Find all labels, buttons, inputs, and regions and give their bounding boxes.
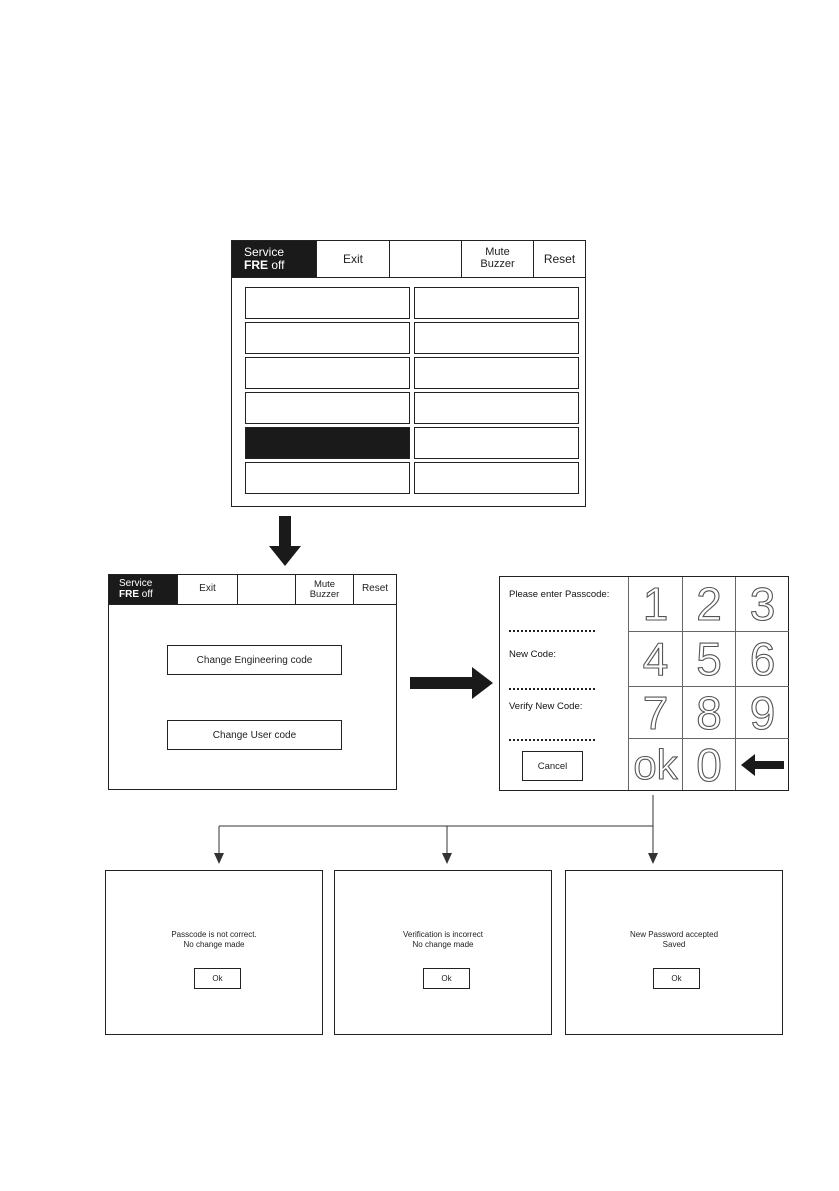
key-0[interactable]: 0 <box>683 738 736 791</box>
result-message-line2: No change made <box>412 940 474 949</box>
key-9[interactable]: 9 <box>736 686 789 739</box>
ok-button[interactable]: Ok <box>194 968 241 989</box>
key-3[interactable]: 3 <box>736 577 789 632</box>
arrow-right-head <box>472 667 493 699</box>
change-code-screen: Service FRE off Exit Mute Buzzer Reset C… <box>108 574 397 790</box>
menu-button-10[interactable] <box>414 427 579 459</box>
menu-button-8[interactable] <box>414 392 579 424</box>
result-screen-password-accepted: New Password accepted Saved Ok <box>565 870 783 1035</box>
service-toolbar: Service FRE off Exit Mute Buzzer Reset <box>232 241 585 278</box>
result-message-line1: New Password accepted <box>629 930 719 939</box>
result-message-line1: Passcode is not correct. <box>171 930 257 939</box>
menu-button-12[interactable] <box>414 462 579 494</box>
service-fre-indicator: Service FRE off <box>109 575 178 604</box>
result-message-line2: Saved <box>662 940 686 949</box>
backspace-arrow-icon <box>740 753 784 776</box>
numeric-keypad: 1 2 3 4 5 6 7 8 9 ok 0 <box>628 577 789 791</box>
menu-button-6[interactable] <box>414 357 579 389</box>
branch-right-head <box>648 853 658 864</box>
menu-button-9-selected[interactable] <box>245 427 410 459</box>
service-label: Service <box>244 245 285 260</box>
passcode-keypad-screen: Please enter Passcode: New Code: Verify … <box>499 576 789 791</box>
key-backspace[interactable] <box>736 739 789 790</box>
menu-button-5[interactable] <box>245 357 410 389</box>
cancel-button[interactable]: Cancel <box>522 751 583 781</box>
passcode-entry-field[interactable] <box>509 630 595 632</box>
fre-label: FRE <box>119 588 139 600</box>
result-message: New Password accepted Saved <box>566 930 782 950</box>
key-2[interactable]: 2 <box>683 577 736 632</box>
key-8[interactable]: 8 <box>683 686 736 739</box>
reset-label: Reset <box>361 583 389 595</box>
key-4[interactable]: 4 <box>629 632 683 687</box>
arrow-down-head <box>269 546 301 566</box>
key-7[interactable]: 7 <box>629 686 683 739</box>
arrow-right-shaft <box>410 677 474 689</box>
key-5[interactable]: 5 <box>683 632 736 687</box>
key-ok[interactable]: ok <box>629 739 683 790</box>
menu-button-3[interactable] <box>245 322 410 354</box>
key-6[interactable]: 6 <box>736 632 789 687</box>
mute-buzzer-button[interactable]: Mute Buzzer <box>296 575 354 604</box>
arrow-down-shaft <box>279 516 291 548</box>
change-engineering-code-label: Change Engineering code <box>196 654 313 666</box>
menu-button-1[interactable] <box>245 287 410 319</box>
fre-label: FRE <box>244 258 268 272</box>
passcode-label: Please enter Passcode: <box>509 589 610 600</box>
mute-label: Mute <box>485 246 510 259</box>
result-message: Verification is incorrect No change made <box>335 930 551 950</box>
service-label: Service <box>119 578 153 589</box>
branch-mid-head <box>442 853 452 864</box>
ok-label: Ok <box>212 974 223 983</box>
result-screen-incorrect-passcode: Passcode is not correct. No change made … <box>105 870 323 1035</box>
change-code-toolbar: Service FRE off Exit Mute Buzzer Reset <box>109 575 396 605</box>
branch-left-head <box>214 853 224 864</box>
exit-button[interactable]: Exit <box>317 241 390 277</box>
mute-label: Mute <box>313 578 336 590</box>
service-menu-screen: Service FRE off Exit Mute Buzzer Reset <box>231 240 586 507</box>
ok-button[interactable]: Ok <box>653 968 700 989</box>
fre-status: FRE off <box>119 588 153 601</box>
exit-label: Exit <box>342 251 363 266</box>
service-fre-indicator: Service FRE off <box>232 241 317 277</box>
reset-button[interactable]: Reset <box>534 241 585 277</box>
cancel-label: Cancel <box>537 760 568 772</box>
verify-new-code-label: Verify New Code: <box>509 701 583 712</box>
result-message-line2: No change made <box>183 940 245 949</box>
blank-toolbar-button[interactable] <box>390 241 462 277</box>
change-user-code-label: Change User code <box>212 729 297 741</box>
ok-label: Ok <box>441 974 452 983</box>
reset-button[interactable]: Reset <box>354 575 396 604</box>
result-screen-verification-incorrect: Verification is incorrect No change made… <box>334 870 552 1035</box>
menu-button-7[interactable] <box>245 392 410 424</box>
exit-label: Exit <box>199 583 216 595</box>
buzzer-label: Buzzer <box>309 588 340 600</box>
fre-state: off <box>271 258 285 272</box>
new-code-entry-field[interactable] <box>509 688 595 690</box>
ok-label: Ok <box>671 974 682 983</box>
menu-button-2[interactable] <box>414 287 579 319</box>
mute-buzzer-button[interactable]: Mute Buzzer <box>462 241 534 277</box>
reset-label: Reset <box>543 251 576 266</box>
ok-button[interactable]: Ok <box>423 968 470 989</box>
new-code-label: New Code: <box>509 649 556 660</box>
result-message: Passcode is not correct. No change made <box>106 930 322 950</box>
menu-grid <box>245 287 579 495</box>
change-engineering-code-button[interactable]: Change Engineering code <box>167 645 342 675</box>
menu-button-11[interactable] <box>245 462 410 494</box>
menu-button-4[interactable] <box>414 322 579 354</box>
change-user-code-button[interactable]: Change User code <box>167 720 342 750</box>
exit-button[interactable]: Exit <box>178 575 238 604</box>
blank-toolbar-button[interactable] <box>238 575 296 604</box>
result-message-line1: Verification is incorrect <box>402 930 484 939</box>
fre-state: off <box>141 588 153 600</box>
fre-status: FRE off <box>244 259 284 272</box>
key-1[interactable]: 1 <box>629 577 683 632</box>
buzzer-label: Buzzer <box>480 258 515 270</box>
verify-code-entry-field[interactable] <box>509 739 595 741</box>
